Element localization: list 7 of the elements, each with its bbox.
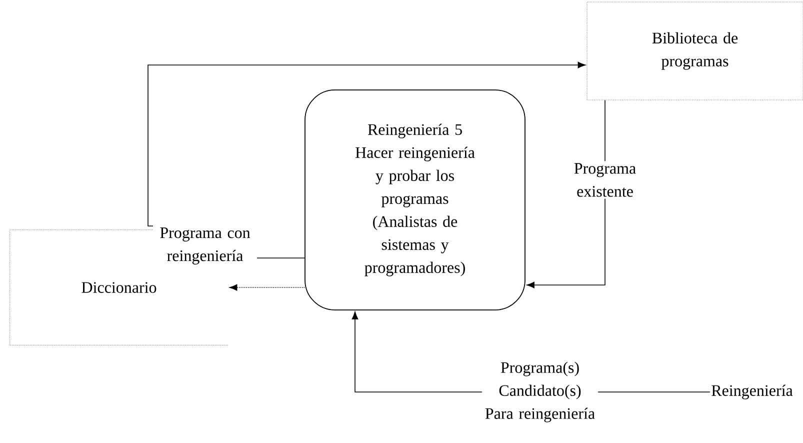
entity-label: Reingeniería: [712, 384, 793, 400]
arrow: [229, 284, 305, 291]
edge-label: Programa con reingeniería: [153, 226, 257, 266]
edge-label: Programa(s) Candidato(s) Para reingeniería: [482, 360, 598, 424]
data-store-box: Biblioteca de programas: [586, 2, 803, 100]
edge-label: Programa existente: [563, 161, 647, 199]
process-box: Reingeniería 5 Hacer reingeniería y probar los programas (Analistas de sistemas y programadores): [304, 90, 526, 310]
